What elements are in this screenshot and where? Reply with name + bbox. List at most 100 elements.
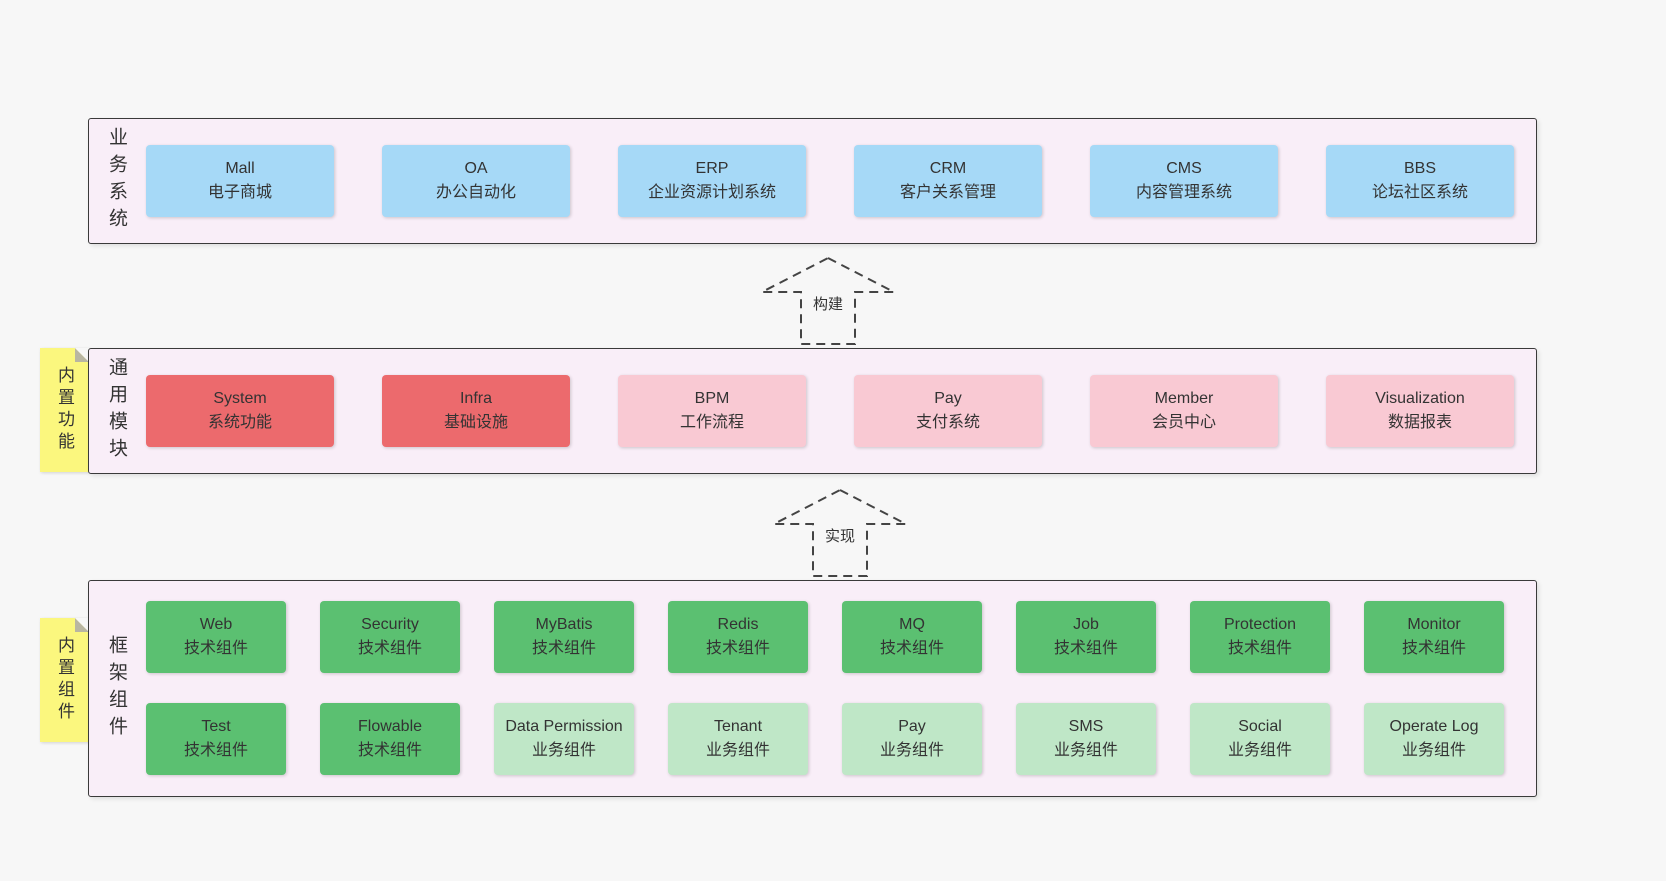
box-subtitle: 工作流程 bbox=[679, 414, 744, 431]
box-mybatis: MyBatis 技术组件 bbox=[494, 601, 634, 673]
box-subtitle: 论坛社区系统 bbox=[1371, 184, 1468, 201]
box-subtitle: 技术组件 bbox=[1401, 640, 1466, 657]
box-subtitle: 企业资源计划系统 bbox=[647, 184, 776, 201]
framework-boxes-row-2: Test 技术组件 Flowable 技术组件 Data Permission … bbox=[146, 703, 1504, 775]
box-job: Job 技术组件 bbox=[1016, 601, 1156, 673]
sticky-note-label: 内置组件 bbox=[55, 636, 74, 724]
box-subtitle: 业务组件 bbox=[1401, 742, 1466, 759]
box-subtitle: 办公自动化 bbox=[435, 184, 516, 201]
box-pay-module: Pay 支付系统 bbox=[854, 375, 1042, 447]
box-redis: Redis 技术组件 bbox=[668, 601, 808, 673]
box-title: Flowable bbox=[357, 718, 423, 735]
box-title: OA bbox=[464, 160, 488, 177]
box-subtitle: 技术组件 bbox=[357, 640, 422, 657]
modules-boxes-row: System 系统功能 Infra 基础设施 BPM 工作流程 Pay 支付系统… bbox=[146, 375, 1514, 447]
box-subtitle: 基础设施 bbox=[443, 414, 508, 431]
business-boxes-row: Mall 电子商城 OA 办公自动化 ERP 企业资源计划系统 CRM 客户关系… bbox=[146, 145, 1514, 217]
box-mall: Mall 电子商城 bbox=[146, 145, 334, 217]
box-test: Test 技术组件 bbox=[146, 703, 286, 775]
box-pay-component: Pay 业务组件 bbox=[842, 703, 982, 775]
box-title: Test bbox=[201, 718, 231, 735]
build-arrow: 构建 bbox=[760, 256, 896, 346]
box-title: MQ bbox=[899, 616, 925, 633]
box-title: Social bbox=[1238, 718, 1282, 735]
box-title: Redis bbox=[717, 616, 759, 633]
sticky-note-builtin-components: 内置组件 bbox=[40, 618, 89, 742]
box-title: Data Permission bbox=[505, 718, 623, 735]
box-subtitle: 系统功能 bbox=[207, 414, 272, 431]
box-subtitle: 支付系统 bbox=[915, 414, 980, 431]
box-title: Security bbox=[361, 616, 419, 633]
business-layer: 业务系统 Mall 电子商城 OA 办公自动化 ERP 企业资源计划系统 CRM… bbox=[88, 118, 1537, 244]
box-subtitle: 技术组件 bbox=[1053, 640, 1118, 657]
box-title: CRM bbox=[929, 160, 967, 177]
box-operate-log: Operate Log 业务组件 bbox=[1364, 703, 1504, 775]
box-visualization: Visualization 数据报表 bbox=[1326, 375, 1514, 447]
box-subtitle: 业务组件 bbox=[879, 742, 944, 759]
box-title: CMS bbox=[1166, 160, 1202, 177]
box-subtitle: 业务组件 bbox=[1053, 742, 1118, 759]
box-oa: OA 办公自动化 bbox=[382, 145, 570, 217]
box-flowable: Flowable 技术组件 bbox=[320, 703, 460, 775]
box-subtitle: 内容管理系统 bbox=[1135, 184, 1232, 201]
box-subtitle: 客户关系管理 bbox=[899, 184, 996, 201]
box-subtitle: 技术组件 bbox=[183, 742, 248, 759]
box-infra: Infra 基础设施 bbox=[382, 375, 570, 447]
box-subtitle: 技术组件 bbox=[705, 640, 770, 657]
box-title: Pay bbox=[898, 718, 926, 735]
box-title: System bbox=[213, 390, 267, 407]
implement-arrow-label: 实现 bbox=[820, 524, 860, 547]
sticky-note-label: 内置功能 bbox=[55, 366, 74, 454]
box-subtitle: 业务组件 bbox=[1227, 742, 1292, 759]
box-title: Pay bbox=[934, 390, 962, 407]
box-protection: Protection 技术组件 bbox=[1190, 601, 1330, 673]
box-subtitle: 技术组件 bbox=[879, 640, 944, 657]
box-member: Member 会员中心 bbox=[1090, 375, 1278, 447]
box-web: Web 技术组件 bbox=[146, 601, 286, 673]
box-subtitle: 电子商城 bbox=[207, 184, 272, 201]
box-security: Security 技术组件 bbox=[320, 601, 460, 673]
box-title: Tenant bbox=[713, 718, 763, 735]
box-title: Job bbox=[1073, 616, 1099, 633]
sticky-note-builtin-features: 内置功能 bbox=[40, 348, 89, 472]
box-title: Infra bbox=[459, 390, 492, 407]
modules-layer: 通用模块 System 系统功能 Infra 基础设施 BPM 工作流程 Pay… bbox=[88, 348, 1537, 474]
box-cms: CMS 内容管理系统 bbox=[1090, 145, 1278, 217]
folded-corner-cut bbox=[75, 618, 89, 632]
box-system: System 系统功能 bbox=[146, 375, 334, 447]
box-title: Protection bbox=[1223, 616, 1297, 633]
box-title: BPM bbox=[694, 390, 730, 407]
business-layer-label: 业务系统 bbox=[106, 127, 127, 235]
box-subtitle: 技术组件 bbox=[183, 640, 248, 657]
box-title: Mall bbox=[225, 160, 255, 177]
box-title: MyBatis bbox=[535, 616, 593, 633]
up-arrow-icon bbox=[761, 256, 895, 345]
box-title: BBS bbox=[1403, 160, 1436, 177]
build-arrow-label: 构建 bbox=[808, 292, 848, 315]
box-bbs: BBS 论坛社区系统 bbox=[1326, 145, 1514, 217]
implement-arrow: 实现 bbox=[772, 488, 908, 578]
box-title: Member bbox=[1154, 390, 1214, 407]
up-arrow-icon bbox=[773, 488, 907, 577]
box-subtitle: 数据报表 bbox=[1387, 414, 1452, 431]
box-sms: SMS 业务组件 bbox=[1016, 703, 1156, 775]
box-social: Social 业务组件 bbox=[1190, 703, 1330, 775]
folded-corner-cut bbox=[75, 348, 89, 362]
box-title: Visualization bbox=[1375, 390, 1465, 407]
framework-boxes-row-1: Web 技术组件 Security 技术组件 MyBatis 技术组件 Redi… bbox=[146, 601, 1504, 673]
box-subtitle: 业务组件 bbox=[531, 742, 596, 759]
box-crm: CRM 客户关系管理 bbox=[854, 145, 1042, 217]
box-title: Operate Log bbox=[1389, 718, 1479, 735]
box-mq: MQ 技术组件 bbox=[842, 601, 982, 673]
modules-layer-label: 通用模块 bbox=[106, 357, 127, 465]
box-data-permission: Data Permission 业务组件 bbox=[494, 703, 634, 775]
box-subtitle: 会员中心 bbox=[1151, 414, 1216, 431]
box-subtitle: 技术组件 bbox=[531, 640, 596, 657]
box-tenant: Tenant 业务组件 bbox=[668, 703, 808, 775]
box-subtitle: 技术组件 bbox=[1227, 640, 1292, 657]
box-subtitle: 技术组件 bbox=[357, 742, 422, 759]
box-subtitle: 业务组件 bbox=[705, 742, 770, 759]
box-title: Monitor bbox=[1407, 616, 1461, 633]
box-monitor: Monitor 技术组件 bbox=[1364, 601, 1504, 673]
